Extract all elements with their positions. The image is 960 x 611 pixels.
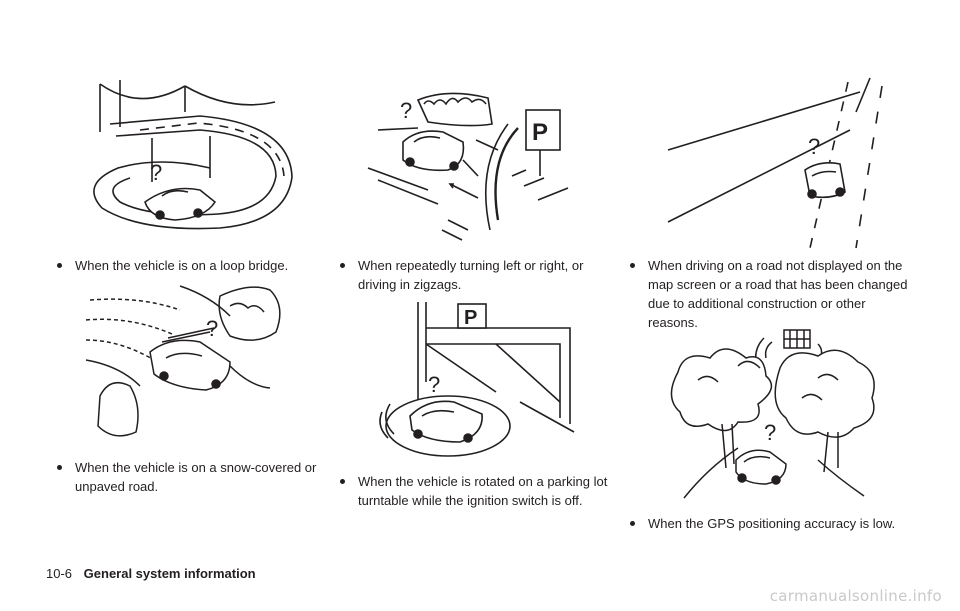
question-mark: ? bbox=[400, 98, 412, 123]
question-mark: ? bbox=[150, 160, 162, 185]
bullet-dot bbox=[57, 263, 62, 268]
parking-sign-letter: P bbox=[464, 307, 477, 329]
page-footer: 10-6 General system information bbox=[46, 566, 256, 581]
question-mark: ? bbox=[206, 316, 218, 341]
question-mark: ? bbox=[428, 372, 440, 397]
bullet-dot bbox=[340, 263, 345, 268]
bullet-turntable: When the vehicle is rotated on a parking… bbox=[340, 472, 612, 510]
bullet-text: When driving on a road not displayed on … bbox=[648, 258, 908, 330]
bullet-dot bbox=[630, 521, 635, 526]
turntable-illustration: P ? bbox=[370, 302, 582, 462]
bullet-gps-low: When the GPS positioning accuracy is low… bbox=[630, 514, 912, 533]
bullet-new-road: When driving on a road not displayed on … bbox=[630, 256, 912, 332]
bullet-loop-bridge: When the vehicle is on a loop bridge. bbox=[57, 256, 327, 275]
snow-road-illustration: ? bbox=[80, 276, 290, 446]
bullet-text: When the vehicle is on a snow-covered or… bbox=[75, 460, 317, 494]
loop-bridge-illustration: ? bbox=[80, 72, 320, 242]
page-number: 10-6 bbox=[46, 566, 73, 581]
section-title: General system information bbox=[83, 566, 256, 581]
bullet-text: When the vehicle is on a loop bridge. bbox=[75, 258, 289, 273]
unmapped-road-illustration: ? bbox=[660, 72, 890, 250]
parking-sign-letter: P bbox=[532, 119, 548, 146]
question-mark: ? bbox=[808, 134, 820, 159]
bullet-text: When repeatedly turning left or right, o… bbox=[358, 258, 584, 292]
bullet-text: When the vehicle is rotated on a parking… bbox=[358, 474, 608, 508]
watermark: carmanualsonline.info bbox=[769, 587, 942, 605]
question-mark: ? bbox=[764, 420, 776, 445]
bullet-snow-road: When the vehicle is on a snow-covered or… bbox=[57, 458, 327, 496]
bullet-dot bbox=[340, 479, 345, 484]
zigzag-illustration: P ? bbox=[358, 80, 588, 250]
bullet-dot bbox=[57, 465, 62, 470]
gps-low-illustration: ? bbox=[668, 328, 880, 504]
bullet-zigzag: When repeatedly turning left or right, o… bbox=[340, 256, 612, 294]
bullet-text: When the GPS positioning accuracy is low… bbox=[648, 516, 896, 531]
bullet-dot bbox=[630, 263, 635, 268]
